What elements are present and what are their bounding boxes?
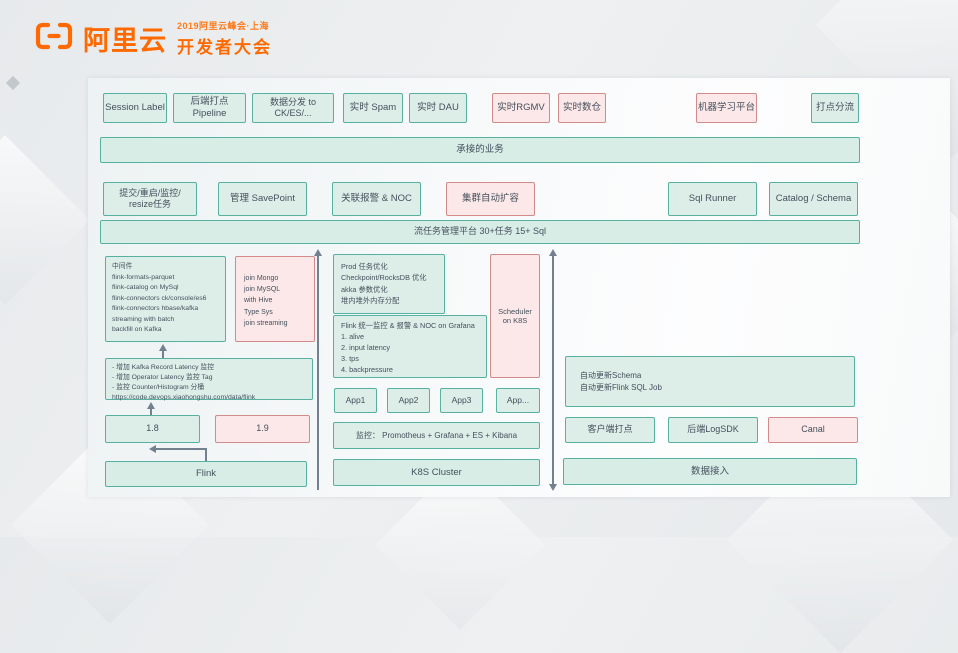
node-session-label: Session Label: [103, 93, 167, 123]
node-tracking-split: 打点分流: [811, 93, 859, 123]
brand-name: 阿里云: [83, 26, 167, 56]
arrowhead-up: [549, 249, 557, 256]
node-realtime-spam: 实时 Spam: [343, 93, 403, 123]
node-app1: App1: [334, 388, 377, 413]
node-app-more: App...: [496, 388, 540, 413]
node-canal: Canal: [768, 417, 858, 443]
business-bar: 承接的业务: [100, 137, 860, 163]
node-submit-restart-monitor: 提交/重启/监控/ resize任务: [103, 182, 197, 216]
event-subtitle: 2019阿里云峰会·上海: [177, 21, 270, 31]
node-unified-monitoring: Flink 统一监控 & 报警 & NOC on Grafana 1. aliv…: [333, 315, 487, 378]
arrowhead-up: [314, 249, 322, 256]
connector-middleware-arrow: [162, 349, 164, 358]
node-app3: App3: [440, 388, 483, 413]
platform-bar: 流任务管理平台 30+任务 15+ Sql: [100, 220, 860, 244]
node-app2: App2: [387, 388, 430, 413]
connector-flink-elbow: [156, 448, 207, 450]
node-catalog-schema: Catalog / Schema: [769, 182, 858, 216]
node-flink-1-8: 1.8: [105, 415, 200, 443]
node-manage-savepoint: 管理 SavePoint: [218, 182, 307, 216]
section-divider-arrow-left: [317, 255, 319, 490]
background-deco: [0, 135, 90, 305]
event-title: 开发者大会: [177, 38, 272, 57]
node-flink-1-9: 1.9: [215, 415, 310, 443]
node-prod-tuning: Prod 任务优化 Checkpoint/RocksDB 优化 akka 参数优…: [333, 254, 445, 314]
aliyun-bracket-icon: [33, 21, 75, 56]
node-cluster-autoscale: 集群自动扩容: [446, 182, 535, 216]
node-sql-runner: Sql Runner: [668, 182, 757, 216]
connector-version-arrow: [150, 407, 152, 415]
node-middleware-list: 中间件 flink-formats-parquet flink-catalog …: [105, 256, 226, 342]
arrowhead-left: [149, 445, 156, 453]
arrowhead-up: [159, 344, 167, 351]
node-backend-logsdk: 后端LogSDK: [668, 417, 758, 443]
node-join-features: join Mongo join MySQL with Hive Type Sys…: [235, 256, 315, 342]
arrowhead-up: [147, 402, 155, 409]
node-ml-platform: 机器学习平台: [696, 93, 757, 123]
node-realtime-rgmv: 实时RGMV: [492, 93, 550, 123]
node-client-tracking: 客户端打点: [565, 417, 655, 443]
data-ingest-bar: 数据接入: [563, 458, 857, 485]
node-realtime-dau: 实时 DAU: [409, 93, 467, 123]
connector-flink-elbow: [205, 448, 207, 461]
monitoring-stack-bar: 监控： Promotheus + Grafana + ES + Kibana: [333, 422, 540, 449]
node-alert-noc: 关联报警 & NOC: [332, 182, 421, 216]
aliyun-logo: 阿里云 2019阿里云峰会·上海 开发者大会: [33, 19, 272, 58]
node-latency-monitoring: - 增加 Kafka Record Latency 监控 - 增加 Operat…: [105, 358, 313, 401]
background-deco: [5, 75, 21, 91]
node-realtime-warehouse: 实时数仓: [558, 93, 606, 123]
node-data-distribute: 数据分发 to CK/ES/...: [252, 93, 334, 123]
k8s-cluster-bar: K8S Cluster: [333, 459, 540, 486]
node-scheduler-on-k8s: Scheduler on K8S: [490, 254, 540, 378]
node-backend-pipeline: 后端打点 Pipeline: [173, 93, 246, 123]
section-divider-arrow-right: [552, 255, 554, 485]
arrowhead-down: [549, 484, 557, 491]
node-auto-update: 自动更新Schema 自动更新Flink SQL Job: [565, 356, 855, 407]
flink-bar: Flink: [105, 461, 307, 487]
